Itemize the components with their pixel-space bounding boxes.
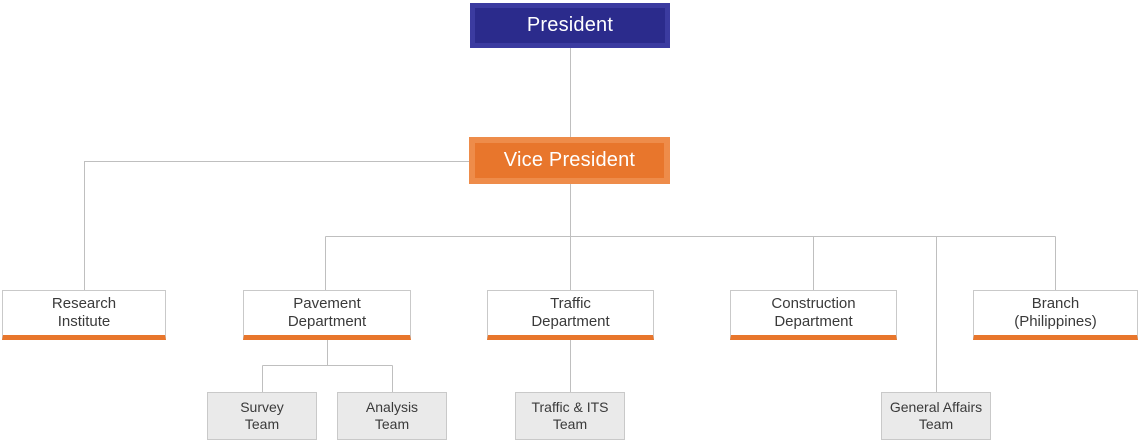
node-general-affairs-team[interactable]: General Affairs Team: [881, 392, 991, 440]
node-analysis-team-label: Analysis Team: [365, 398, 419, 432]
node-president-label: President: [526, 14, 614, 37]
node-pavement-department-label: Pavement Department: [287, 294, 367, 330]
node-survey-team[interactable]: Survey Team: [207, 392, 317, 440]
node-general-affairs-team-label: General Affairs Team: [889, 398, 983, 432]
node-construction-department-label: Construction Department: [771, 294, 856, 330]
node-vice-president[interactable]: Vice President: [469, 137, 670, 184]
node-pavement-department[interactable]: Pavement Department: [243, 290, 411, 340]
node-traffic-department-label: Traffic Department: [531, 294, 610, 330]
node-traffic-department[interactable]: Traffic Department: [487, 290, 654, 340]
node-vice-president-label: Vice President: [503, 149, 636, 172]
node-analysis-team[interactable]: Analysis Team: [337, 392, 447, 440]
node-branch-philippines[interactable]: Branch (Philippines): [973, 290, 1138, 340]
node-research-institute-label: Research Institute: [51, 294, 117, 330]
node-survey-team-label: Survey Team: [240, 398, 284, 432]
node-research-institute[interactable]: Research Institute: [2, 290, 166, 340]
edge-vice-president-research-institute: [83, 160, 469, 290]
node-president[interactable]: President: [470, 3, 670, 48]
node-branch-philippines-label: Branch (Philippines): [1014, 294, 1097, 330]
node-traffic-its-team-label: Traffic & ITS Team: [531, 398, 609, 432]
node-construction-department[interactable]: Construction Department: [730, 290, 897, 340]
node-traffic-its-team[interactable]: Traffic & ITS Team: [515, 392, 625, 440]
